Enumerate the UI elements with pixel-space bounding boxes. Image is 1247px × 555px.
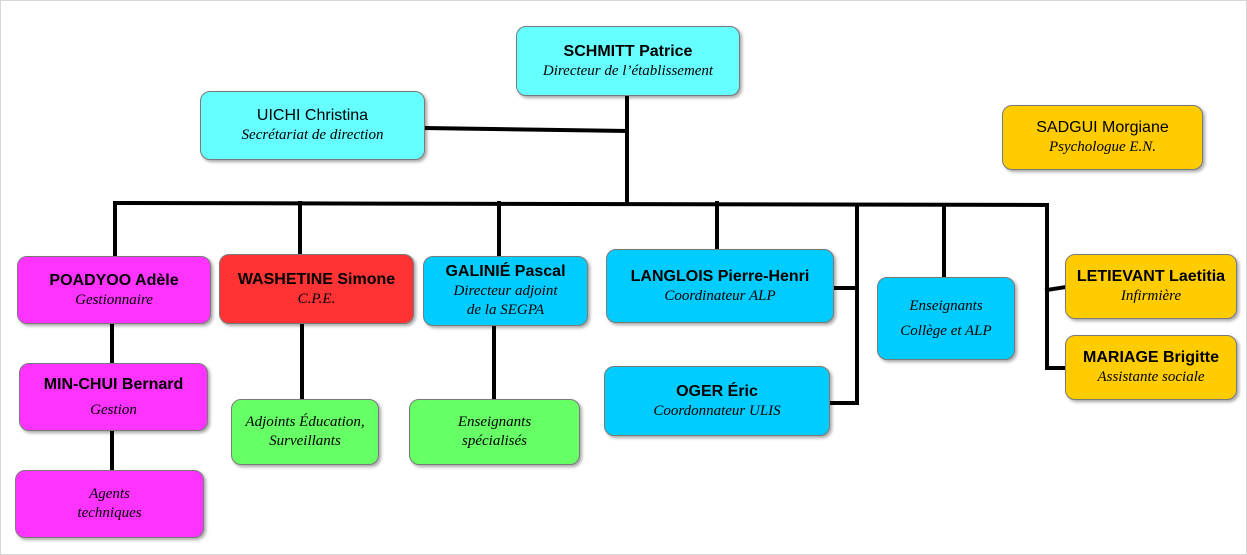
gestionnaire-role: Gestionnaire: [75, 291, 153, 308]
infirmiere-link: [1044, 284, 1069, 293]
coordinateur-alp-box: LANGLOIS Pierre-Henri Coordinateur ALP: [606, 249, 834, 323]
assistante-sociale-role: Assistante sociale: [1097, 369, 1205, 386]
psychologue-name: SADGUI Morgiane: [1036, 119, 1169, 137]
coordonnateur-ulis-role: Coordonnateur ULIS: [653, 402, 781, 419]
adjoints-education-line1: Adjoints Éducation,: [245, 414, 365, 431]
secretariat-link: [421, 125, 630, 134]
infirmiere-name: LETIEVANT Laetitia: [1076, 268, 1226, 286]
enseignants-specialises-box: Enseignants spécialisés: [409, 399, 580, 465]
directeur-segpa-role-line2: de la SEGPA: [466, 302, 545, 318]
secretariat-box: UICHI Christina Secrétariat de direction: [200, 91, 425, 160]
cpe-name: WASHETINE Simone: [237, 270, 396, 288]
coordonnateur-ulis-name: OGER Éric: [676, 382, 758, 400]
infirmiere-role: Infirmière: [1120, 288, 1182, 305]
director-name: SCHMITT Patrice: [563, 42, 693, 60]
directeur-segpa-box: GALINIÉ Pascal Directeur adjoint de la S…: [423, 256, 588, 326]
coordinateur-alp-role: Coordinateur ALP: [664, 287, 776, 304]
gestionnaire-box: POADYOO Adèle Gestionnaire: [17, 256, 211, 324]
gestion-box: MIN-CHUI Bernard Gestion: [19, 363, 208, 431]
directeur-segpa-role-line1: Directeur adjoint: [453, 283, 558, 300]
infirmiere-box: LETIEVANT Laetitia Infirmière: [1065, 254, 1237, 319]
gestion-role: Gestion: [90, 401, 137, 418]
gestionnaire-name: POADYOO Adèle: [49, 271, 179, 289]
agents-box: Agents techniques: [15, 470, 204, 538]
adjoints-education-box: Adjoints Éducation, Surveillants: [231, 399, 379, 465]
enseignants-specialises-line1: Enseignants: [457, 414, 532, 431]
main-horizontal: [112, 200, 1050, 208]
secretariat-role: Secrétariat de direction: [241, 127, 384, 144]
coordonnateur-ulis-box: OGER Éric Coordonnateur ULIS: [604, 366, 830, 436]
cpe-box: WASHETINE Simone C.P.E.: [219, 254, 414, 324]
coordinateur-alp-name: LANGLOIS Pierre-Henri: [630, 267, 810, 285]
enseignants-specialises-line2: spécialisés: [462, 433, 527, 449]
psychologue-box: SADGUI Morgiane Psychologue E.N.: [1002, 105, 1203, 170]
enseignants-box: Enseignants Collège et ALP: [877, 277, 1015, 360]
adjoints-education-line2: Surveillants: [269, 433, 341, 449]
director-role: Directeur de l’établissement: [542, 62, 714, 79]
secretariat-name: UICHI Christina: [256, 107, 369, 125]
assistante-sociale-box: MARIAGE Brigitte Assistante sociale: [1065, 335, 1237, 400]
director-box: SCHMITT Patrice Directeur de l’établisse…: [516, 26, 740, 96]
cpe-role: C.P.E.: [297, 290, 336, 307]
agents-line1: Agents: [89, 486, 130, 503]
enseignants-line2: Collège et ALP: [900, 322, 992, 339]
assistante-sociale-name: MARIAGE Brigitte: [1083, 349, 1219, 367]
enseignants-line1: Enseignants: [909, 297, 983, 314]
psychologue-role: Psychologue E.N.: [1048, 139, 1157, 156]
agents-line2: techniques: [77, 505, 142, 521]
directeur-segpa-name: GALINIÉ Pascal: [445, 263, 566, 281]
gestion-name: MIN-CHUI Bernard: [43, 375, 184, 393]
